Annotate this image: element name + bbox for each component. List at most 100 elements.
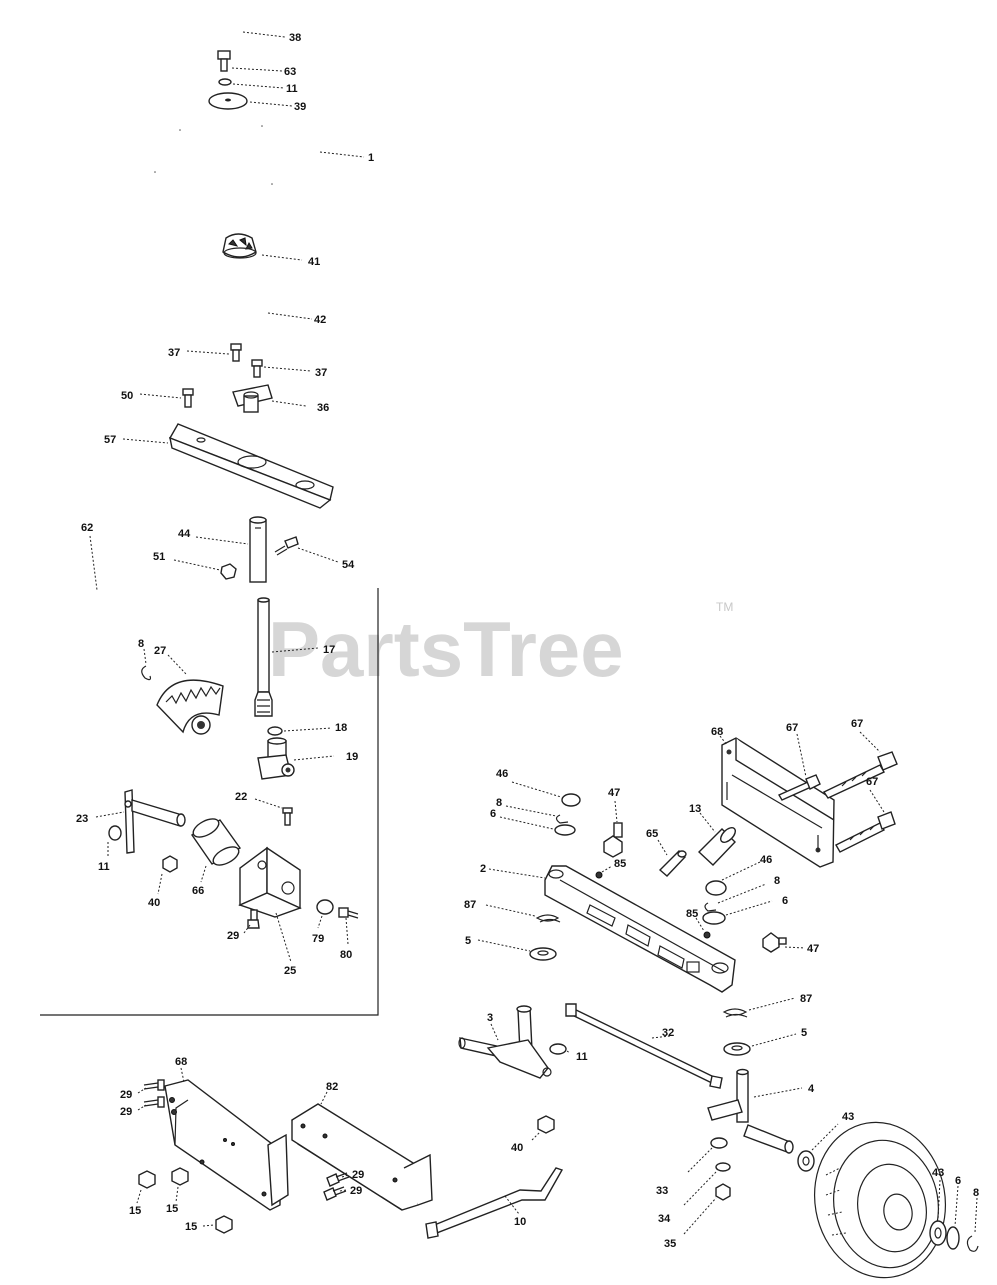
- part-65-pin[interactable]: [658, 850, 687, 877]
- label-79: 79: [312, 933, 324, 945]
- part-23-pivot-shaft[interactable]: [124, 789, 186, 854]
- part-19-pinion-bracket[interactable]: [257, 737, 295, 780]
- part-79-washer[interactable]: [316, 899, 334, 915]
- part-6-washer-left[interactable]: [554, 824, 576, 836]
- label-6: 6: [782, 895, 788, 907]
- part-15-nut-b[interactable]: [171, 1167, 189, 1186]
- label-37: 37: [315, 367, 327, 379]
- leader-40b: [531, 1131, 541, 1141]
- label-82: 82: [326, 1081, 338, 1093]
- part-67-bolt-b[interactable]: [822, 751, 898, 799]
- part-44-steering-tube[interactable]: [249, 516, 267, 583]
- part-35-nut[interactable]: [715, 1183, 731, 1201]
- part-87-spacer-left[interactable]: [535, 914, 561, 923]
- part-47-grease-fitting-right[interactable]: [762, 932, 787, 953]
- part-13-spacer-tube[interactable]: [697, 825, 738, 866]
- part-11-washer-inset[interactable]: [108, 825, 122, 841]
- part-47-grease-fitting-left[interactable]: [603, 822, 623, 858]
- part-29-screw-inset[interactable]: [247, 909, 260, 929]
- label-67: 67: [786, 722, 798, 734]
- leader-29c: [137, 1104, 147, 1111]
- part-8-clip-wheel[interactable]: [966, 1235, 979, 1252]
- label-18: 18: [335, 722, 347, 734]
- part-40-nut-lower[interactable]: [537, 1115, 555, 1134]
- part-87-spacer-right[interactable]: [722, 1008, 748, 1018]
- part-85-fitting-left[interactable]: [595, 871, 603, 879]
- leader-40a: [157, 873, 163, 895]
- leader-2: [488, 868, 546, 879]
- leader-87a: [485, 904, 536, 917]
- part-15-nut-a[interactable]: [138, 1170, 156, 1189]
- part-8-clip-axle-left[interactable]: [555, 814, 569, 824]
- leader-57: [122, 438, 169, 444]
- part-63-bolt[interactable]: [217, 50, 231, 72]
- part-18-washer[interactable]: [267, 726, 283, 736]
- label-39: 39: [294, 101, 306, 113]
- part-85-fitting-right[interactable]: [703, 931, 711, 939]
- leader-67b: [859, 731, 881, 753]
- part-43-washer-b[interactable]: [929, 1220, 947, 1246]
- leader-5a: [477, 939, 531, 952]
- part-33-washer[interactable]: [710, 1137, 728, 1149]
- part-8-clip-axle-right[interactable]: [704, 902, 717, 912]
- part-67-bolt-a[interactable]: [777, 774, 821, 801]
- part-29-screw-c[interactable]: [326, 1172, 350, 1187]
- part-6-washer-right[interactable]: [702, 911, 726, 925]
- part-43-washer-a[interactable]: [797, 1150, 815, 1172]
- part-17-steering-shaft[interactable]: [254, 597, 273, 717]
- label-43: 43: [842, 1111, 854, 1123]
- part-15-nut-c[interactable]: [215, 1215, 233, 1234]
- part-22-screw[interactable]: [282, 807, 293, 826]
- part-40-nut[interactable]: [162, 855, 178, 873]
- leader-38: [242, 31, 286, 38]
- part-37-screw-left[interactable]: [230, 343, 242, 362]
- part-25-pinion-mount-bracket[interactable]: [238, 846, 302, 918]
- part-32-tie-rod[interactable]: [565, 1003, 723, 1089]
- part-46-cap-right[interactable]: [705, 880, 727, 896]
- part-66-bushing[interactable]: [190, 815, 242, 869]
- part-46-cap-left[interactable]: [561, 793, 581, 807]
- part-37-screw-right[interactable]: [251, 359, 263, 378]
- part-82-support-bracket[interactable]: [291, 1103, 433, 1211]
- part-2-front-axle[interactable]: [544, 865, 736, 993]
- label-42: 42: [314, 314, 326, 326]
- part-3-spindle-left[interactable]: [458, 1005, 552, 1079]
- part-34-lockwasher[interactable]: [715, 1162, 731, 1172]
- leader-82: [320, 1091, 328, 1105]
- part-29-screw-b[interactable]: [143, 1096, 165, 1108]
- leader-6a: [499, 816, 554, 830]
- part-11-washer-axle[interactable]: [549, 1043, 567, 1055]
- part-5-spacer-right[interactable]: [723, 1042, 751, 1056]
- part-50-screw[interactable]: [182, 388, 194, 408]
- leader-11a: [232, 83, 285, 89]
- part-67-bolt-c[interactable]: [835, 811, 896, 853]
- part-68-axle-bracket-right[interactable]: [721, 737, 835, 868]
- part-11-lockwasher[interactable]: [218, 78, 232, 86]
- part-27-sector-gear[interactable]: [156, 679, 224, 735]
- part-wheel-tire[interactable]: [802, 1112, 957, 1280]
- part-57-steering-plate[interactable]: [168, 423, 334, 509]
- label-35: 35: [664, 1238, 676, 1250]
- part-29-screw-d[interactable]: [323, 1186, 347, 1201]
- label-85: 85: [686, 908, 698, 920]
- part-68-mount-plate-left[interactable]: [164, 1079, 289, 1211]
- leader-44: [195, 536, 249, 545]
- part-4-spindle-right[interactable]: [707, 1068, 794, 1154]
- label-44: 44: [178, 528, 191, 540]
- part-41-steering-adapter[interactable]: [222, 233, 257, 259]
- part-36-flange-bushing[interactable]: [232, 384, 273, 413]
- part-1-steering-wheel-ghost[interactable]: [154, 125, 273, 185]
- part-80-bolt[interactable]: [338, 907, 359, 919]
- part-29-screw-a[interactable]: [143, 1079, 165, 1091]
- part-51-nut[interactable]: [220, 563, 237, 580]
- part-54-bolt[interactable]: [274, 536, 299, 556]
- leader-37a: [186, 350, 230, 355]
- leader-23: [95, 811, 125, 818]
- label-36: 36: [317, 402, 329, 414]
- part-8-clip[interactable]: [141, 665, 152, 681]
- part-6-washer-wheel[interactable]: [946, 1226, 960, 1250]
- part-39-cap-disc[interactable]: [208, 92, 248, 110]
- part-10-drag-link[interactable]: [425, 1167, 564, 1239]
- part-5-spacer-left[interactable]: [529, 947, 557, 961]
